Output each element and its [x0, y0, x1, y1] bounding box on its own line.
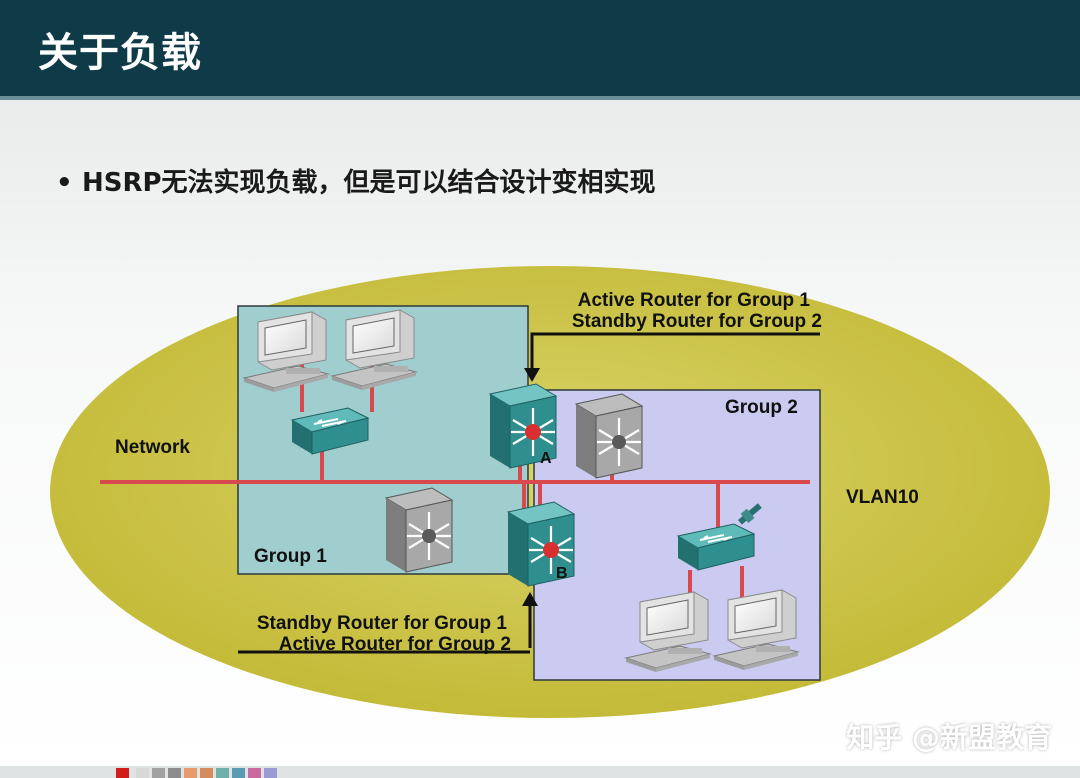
- color-swatch[interactable]: [116, 768, 129, 778]
- console-icon: [738, 503, 762, 525]
- bullet-text: HSRP无法实现负载，但是可以结合设计变相实现: [82, 168, 656, 198]
- arrow-head: [522, 592, 538, 606]
- arrow-head: [524, 368, 540, 382]
- watermark: 知乎 @新盟教育: [846, 721, 1052, 754]
- top-callout-line1: Active Router for Group 1: [578, 290, 811, 311]
- color-swatch[interactable]: [168, 768, 181, 778]
- color-swatch[interactable]: [232, 768, 245, 778]
- bottom-callout-line1: Standby Router for Group 1: [257, 613, 508, 634]
- group1-label: Group 1: [254, 546, 327, 567]
- network-label: Network: [115, 437, 190, 458]
- color-swatch[interactable]: [152, 768, 165, 778]
- group2-label: Group 2: [725, 397, 798, 418]
- color-swatch[interactable]: [200, 768, 213, 778]
- router-standby-icon: [574, 392, 644, 480]
- color-swatch[interactable]: [248, 768, 261, 778]
- color-swatch[interactable]: [184, 768, 197, 778]
- router-standby-icon: [384, 486, 454, 574]
- color-swatch[interactable]: [264, 768, 277, 778]
- color-swatch[interactable]: [136, 768, 149, 778]
- bullet-item: • HSRP无法实现负载，但是可以结合设计变相实现: [56, 162, 656, 199]
- vlan-label: VLAN10: [846, 487, 919, 508]
- top-callout-line2: Standby Router for Group 2: [572, 311, 822, 332]
- callout-arrows: [238, 332, 820, 654]
- color-swatch[interactable]: [216, 768, 229, 778]
- router-b-label: B: [556, 565, 568, 582]
- bottom-callout-line2: Active Router for Group 2: [279, 634, 511, 655]
- router-a-label: A: [540, 450, 552, 467]
- slide-title: 关于负载: [38, 30, 202, 76]
- slide-header: 关于负载: [0, 0, 1080, 100]
- bullet-marker: •: [56, 168, 73, 198]
